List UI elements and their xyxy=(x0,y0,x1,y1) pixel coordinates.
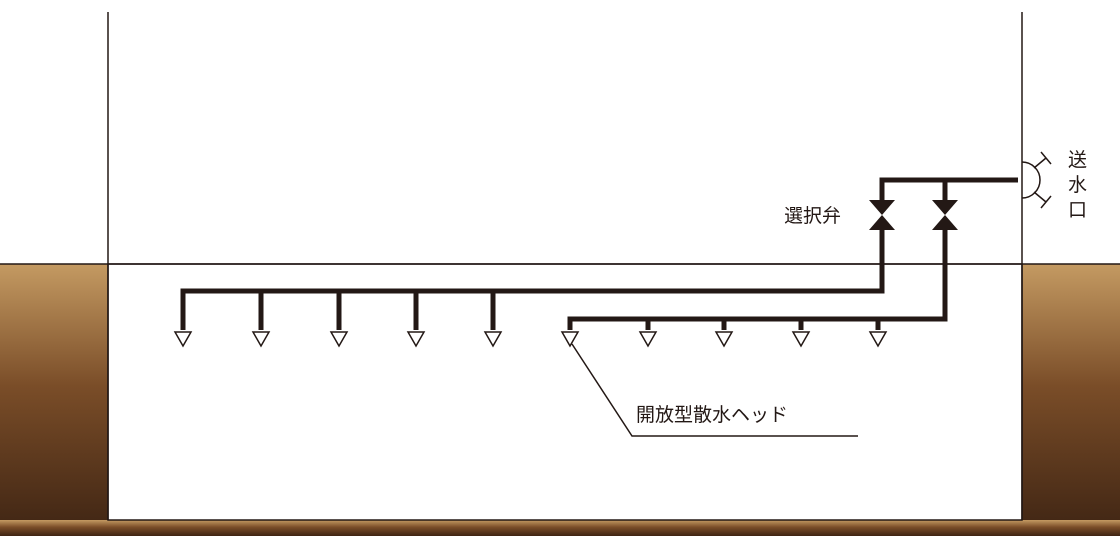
ground-right xyxy=(1022,264,1120,536)
sprinkler-head-icon xyxy=(560,331,580,348)
drops-right xyxy=(645,319,881,330)
selector-valve-left xyxy=(869,200,895,230)
piping xyxy=(180,177,1018,330)
ground-bottom xyxy=(0,520,1120,536)
sprinkler-head-icon xyxy=(406,331,426,348)
sprinkler-head-icon xyxy=(791,331,811,348)
sprinkler-head-icon xyxy=(173,331,193,348)
water-inlet xyxy=(1021,151,1052,209)
sprinkler-heads xyxy=(173,331,888,348)
branch-pipe-left xyxy=(180,230,885,330)
selector-valves xyxy=(869,200,958,230)
ground xyxy=(0,264,1120,536)
basement-room xyxy=(107,263,1023,521)
head-leader-line xyxy=(571,343,858,437)
branch-pipe-right xyxy=(567,230,948,330)
sprinkler-head-icon xyxy=(868,331,888,348)
selector-valve-label: 選択弁 xyxy=(784,205,841,227)
open-sprinkler-head-label: 開放型散水ヘッド xyxy=(636,404,788,426)
selector-valve-right xyxy=(932,200,958,230)
sprinkler-head-icon xyxy=(638,331,658,348)
water-inlet-icon xyxy=(1021,161,1041,199)
water-inlet-label-3: 口 xyxy=(1068,199,1087,221)
drops-left xyxy=(258,291,496,330)
sprinkler-head-icon xyxy=(329,331,349,348)
ground-left xyxy=(0,264,108,536)
water-inlet-label-1: 送 xyxy=(1068,149,1087,171)
sprinkler-head-icon xyxy=(251,331,271,348)
water-inlet-label-2: 水 xyxy=(1068,174,1087,196)
sprinkler-head-icon xyxy=(483,331,503,348)
supply-pipe xyxy=(879,177,1018,200)
building-outline xyxy=(0,12,1120,521)
sprinkler-head-icon xyxy=(714,331,734,348)
